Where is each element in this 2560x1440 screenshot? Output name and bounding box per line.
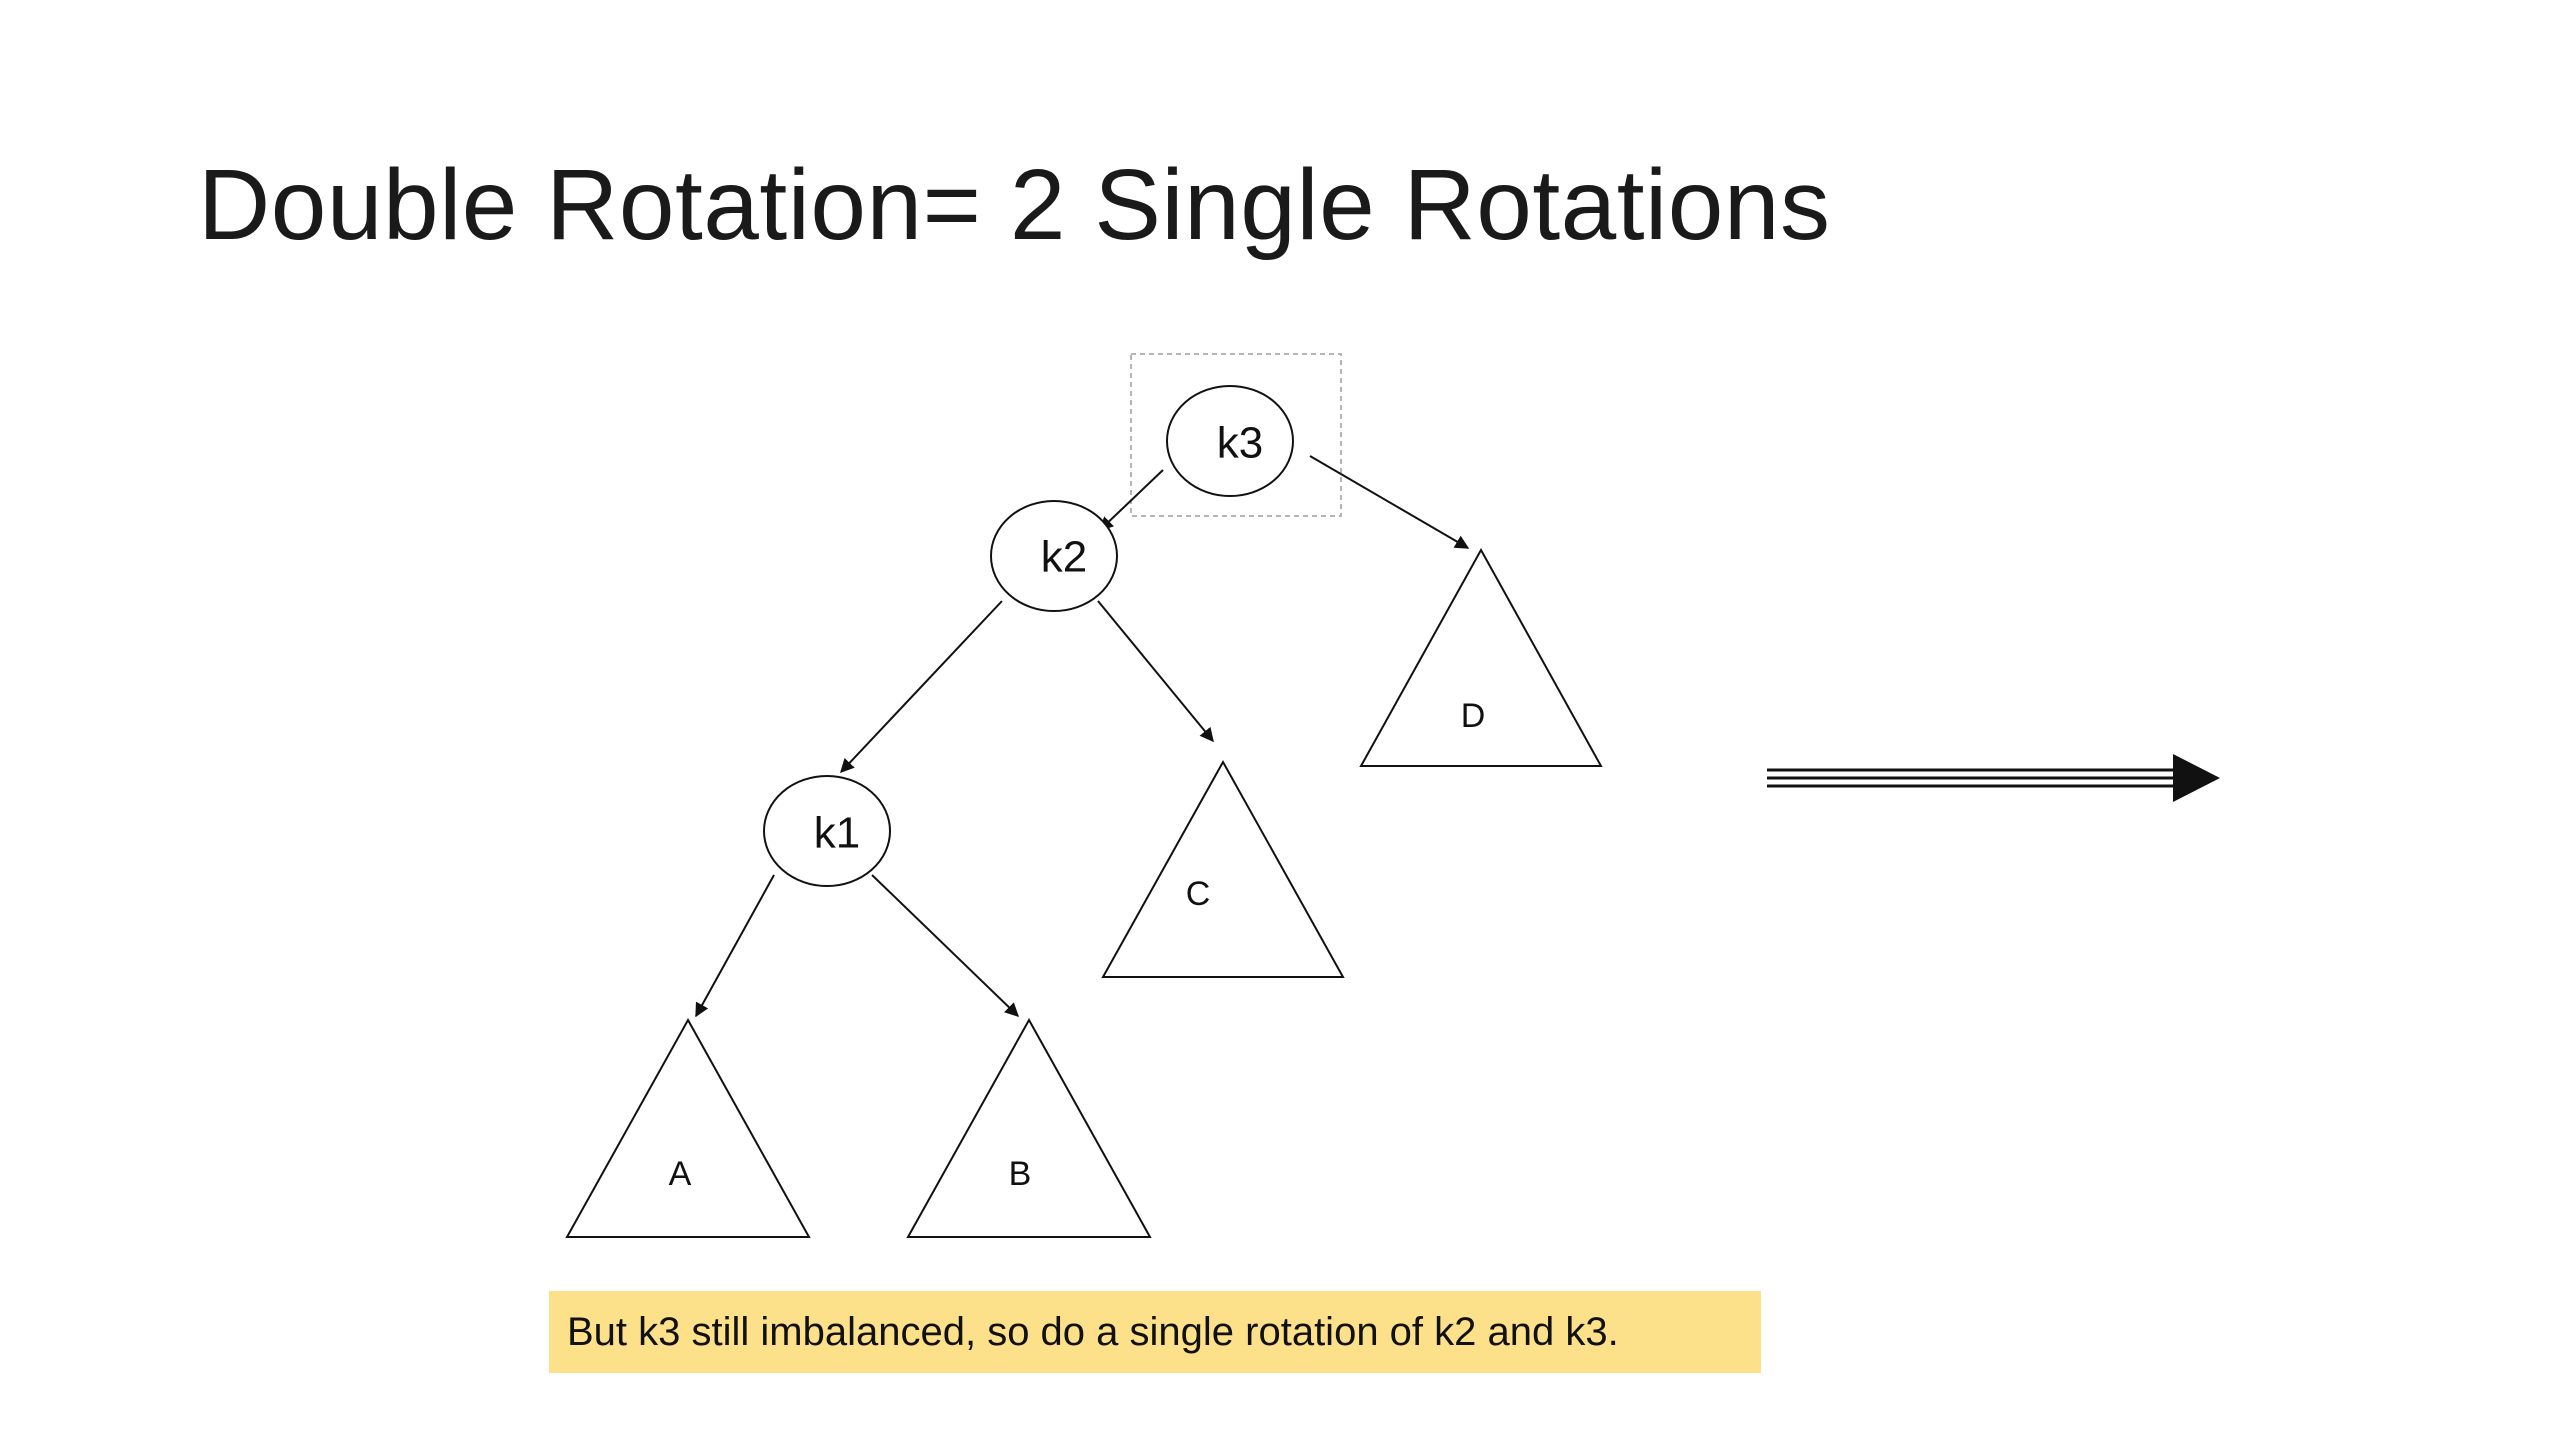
node-k2[interactable]: [990, 500, 1118, 612]
edge-k2-c: [1097, 600, 1214, 743]
edge-k3-d: [1309, 455, 1470, 549]
subtree-b-label: B: [1009, 1155, 1032, 1193]
subtree-d-triangle[interactable]: [1359, 547, 1603, 767]
subtree-b-triangle[interactable]: [906, 1017, 1152, 1238]
subtree-a-triangle[interactable]: [565, 1017, 811, 1238]
node-k3-label: k3: [1217, 419, 1263, 468]
selection-box-k3[interactable]: [1130, 353, 1342, 517]
edge-k3-k2: [1098, 469, 1164, 531]
caption-box[interactable]: But k3 still imbalanced, so do a single …: [549, 1291, 1761, 1373]
edge-k1-a: [695, 874, 775, 1018]
node-k2-label: k2: [1041, 533, 1087, 582]
edge-k2-k1: [840, 600, 1003, 774]
node-k1[interactable]: [763, 775, 891, 887]
node-k3[interactable]: [1166, 385, 1294, 497]
node-k1-label: k1: [814, 809, 860, 858]
transition-arrow: [1767, 754, 2220, 802]
slide-title: Double Rotation= 2 Single Rotations: [198, 149, 1831, 261]
subtree-a-label: A: [669, 1155, 692, 1193]
subtree-d-label: D: [1461, 697, 1486, 735]
caption-text: But k3 still imbalanced, so do a single …: [567, 1309, 1619, 1354]
subtree-c-triangle[interactable]: [1101, 759, 1345, 978]
subtree-c-label: C: [1186, 875, 1211, 913]
edge-k1-b: [871, 874, 1020, 1017]
